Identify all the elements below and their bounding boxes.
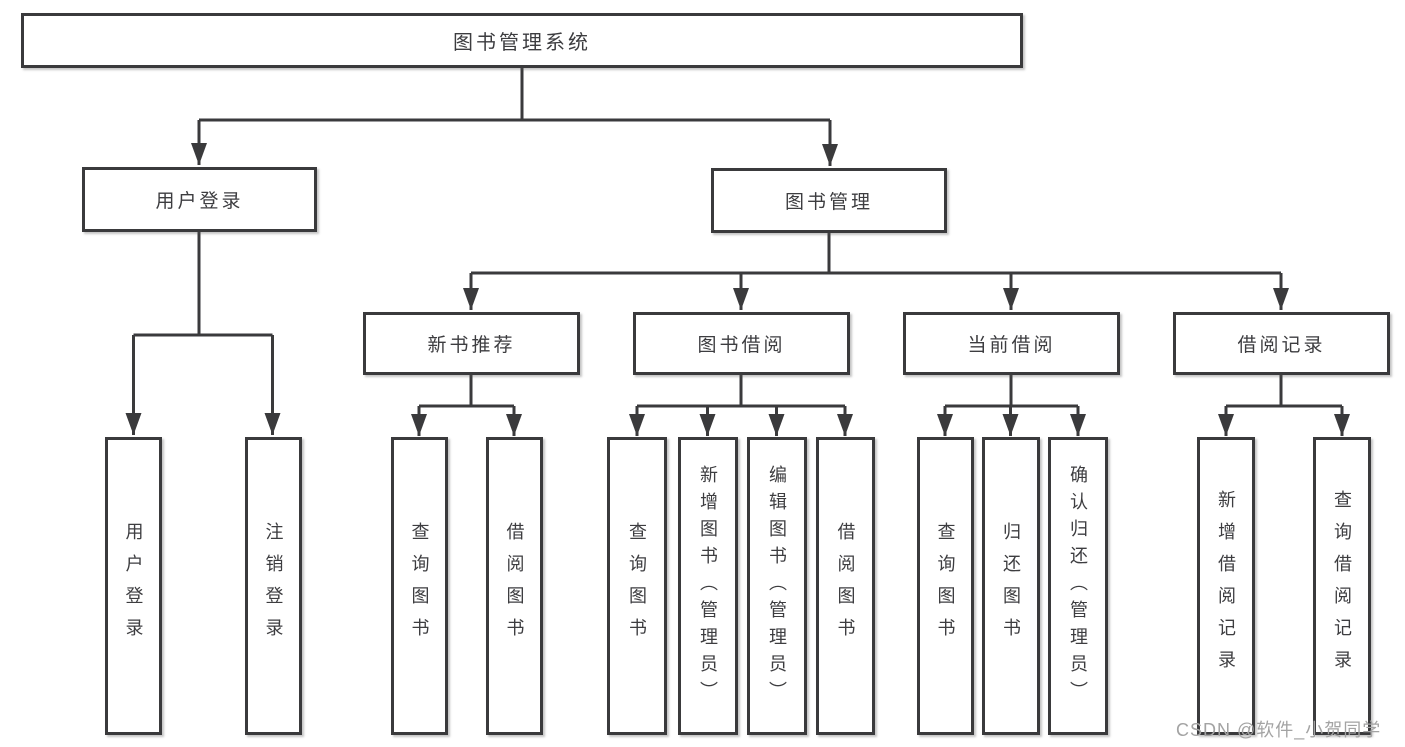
leaf-borrow-books-borrow: 借阅图书	[816, 437, 875, 735]
leaf-edit-book-admin: 编辑图书（管理员）	[747, 437, 807, 735]
node-book-borrow: 图书借阅	[633, 312, 850, 375]
node-root: 图书管理系统	[21, 13, 1023, 68]
leaf-user-login: 用户登录	[105, 437, 162, 735]
leaf-query-books-recommend: 查询图书	[391, 437, 448, 735]
leaf-logout: 注销登录	[245, 437, 302, 735]
node-new-book-recommend: 新书推荐	[363, 312, 580, 375]
leaf-query-borrow-record: 查询借阅记录	[1313, 437, 1371, 735]
leaf-add-book-admin: 新增图书（管理员）	[678, 437, 738, 735]
leaf-query-books-borrow: 查询图书	[607, 437, 667, 735]
node-borrow-records: 借阅记录	[1173, 312, 1390, 375]
leaf-add-borrow-record: 新增借阅记录	[1197, 437, 1255, 735]
leaf-query-books-current: 查询图书	[917, 437, 974, 735]
leaf-borrow-books-recommend: 借阅图书	[486, 437, 543, 735]
leaf-confirm-return-admin: 确认归还（管理员）	[1048, 437, 1108, 735]
node-book-management: 图书管理	[711, 168, 947, 233]
leaf-return-book: 归还图书	[982, 437, 1040, 735]
node-current-borrow: 当前借阅	[903, 312, 1120, 375]
node-user-login: 用户登录	[82, 167, 317, 232]
watermark: CSDN @软件_小贺同学	[1176, 720, 1382, 740]
